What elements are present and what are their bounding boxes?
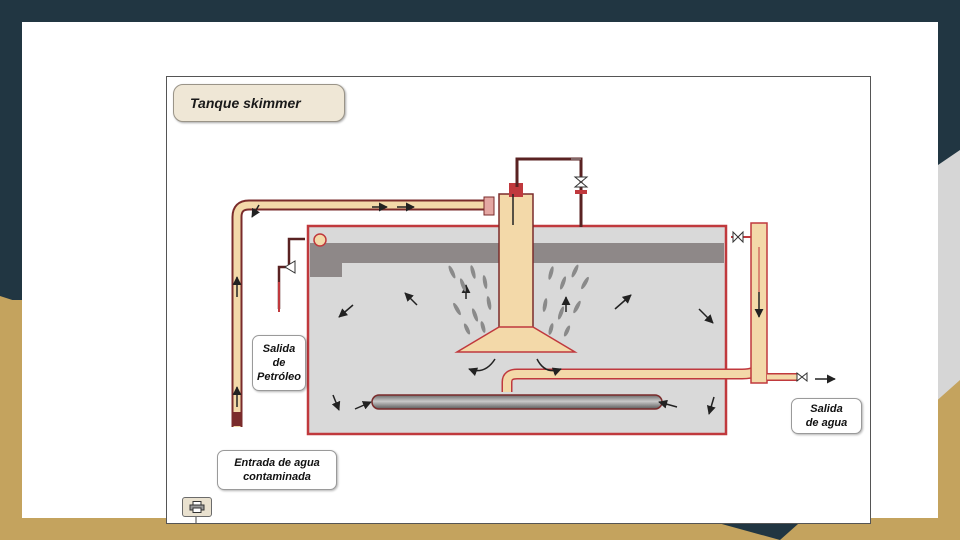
oil-outlet-label: Salida de Petróleo: [252, 335, 306, 391]
oil-collector: [310, 243, 342, 277]
water-outlet-label-line2: de agua: [805, 417, 848, 429]
skimmer-tank-diagram: [195, 157, 836, 523]
inlet-label: Entrada de agua contaminada: [217, 450, 337, 490]
distributor-tube: [371, 394, 663, 410]
oil-outlet-label-line2: de: [272, 357, 286, 369]
slide: Tanque skimmer Salida de Petróleo Salida…: [22, 22, 938, 524]
central-column: [498, 193, 534, 345]
skimmer-diagram-figure: Tanque skimmer Salida de Petróleo Salida…: [166, 76, 871, 524]
oil-outlet-line: [277, 237, 305, 309]
diagram-title: Tanque skimmer: [173, 84, 345, 122]
vent-valve: [573, 176, 589, 188]
flow-arrows: [232, 202, 836, 415]
oil-droplets: [448, 264, 589, 337]
water-outlet-label: Salida de agua: [791, 398, 862, 434]
print-button[interactable]: [182, 497, 212, 517]
inlet-label-line2: contaminada: [243, 471, 311, 483]
inlet-flange: [483, 196, 495, 216]
printer-icon: [189, 501, 205, 513]
diffuser-cone: [454, 326, 578, 353]
water-outlet-label-line1: Salida: [810, 403, 843, 415]
overflow-valve: [732, 230, 744, 244]
oil-outlet-label-line3: Petróleo: [256, 371, 301, 383]
inlet-label-line1: Entrada de agua: [234, 457, 320, 469]
oil-valve: [284, 260, 296, 274]
inlet-pipe-end: [232, 412, 242, 426]
water-valve: [796, 371, 808, 383]
oil-skimmer-float: [313, 233, 327, 247]
oil-outlet-label-line1: Salida: [262, 343, 296, 355]
